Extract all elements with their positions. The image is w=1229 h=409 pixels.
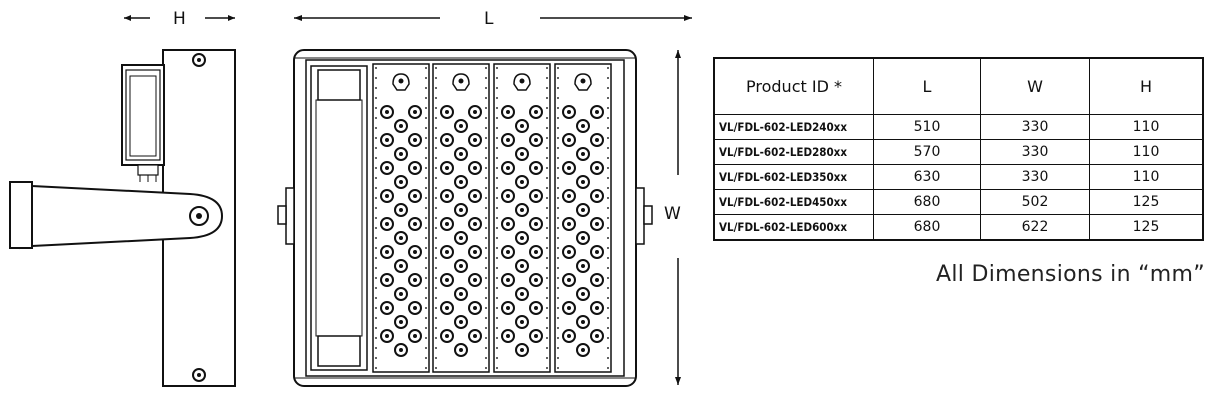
product-id-cell: VL/FDL-602-LED450xx [713,189,874,215]
length-dimension-label: L [484,9,494,29]
height-cell: 110 [1089,139,1204,165]
product-id-cell: VL/FDL-602-LED600xx [713,214,874,241]
product-id-cell: VL/FDL-602-LED240xx [713,114,874,140]
header-height: H [1089,57,1204,115]
product-id-cell: VL/FDL-602-LED350xx [713,164,874,190]
length-cell: 510 [873,114,981,140]
height-cell: 125 [1089,214,1204,241]
width-cell: 502 [980,189,1090,215]
header-length: L [873,57,981,115]
header-product-id: Product ID * [713,57,874,115]
height-cell: 110 [1089,164,1204,190]
units-note: All Dimensions in “mm” [936,262,1205,287]
width-dimension-label: W [664,204,681,224]
width-cell: 330 [980,164,1090,190]
width-cell: 330 [980,139,1090,165]
length-cell: 630 [873,164,981,190]
length-cell: 680 [873,189,981,215]
table-header-row: Product ID * L W H [713,57,1204,115]
width-cell: 330 [980,114,1090,140]
width-cell: 622 [980,214,1090,241]
header-width: W [980,57,1090,115]
height-cell: 125 [1089,189,1204,215]
height-cell: 110 [1089,114,1204,140]
product-id-cell: VL/FDL-602-LED280xx [713,139,874,165]
height-dimension-label: H [173,9,186,29]
length-cell: 570 [873,139,981,165]
length-cell: 680 [873,214,981,241]
